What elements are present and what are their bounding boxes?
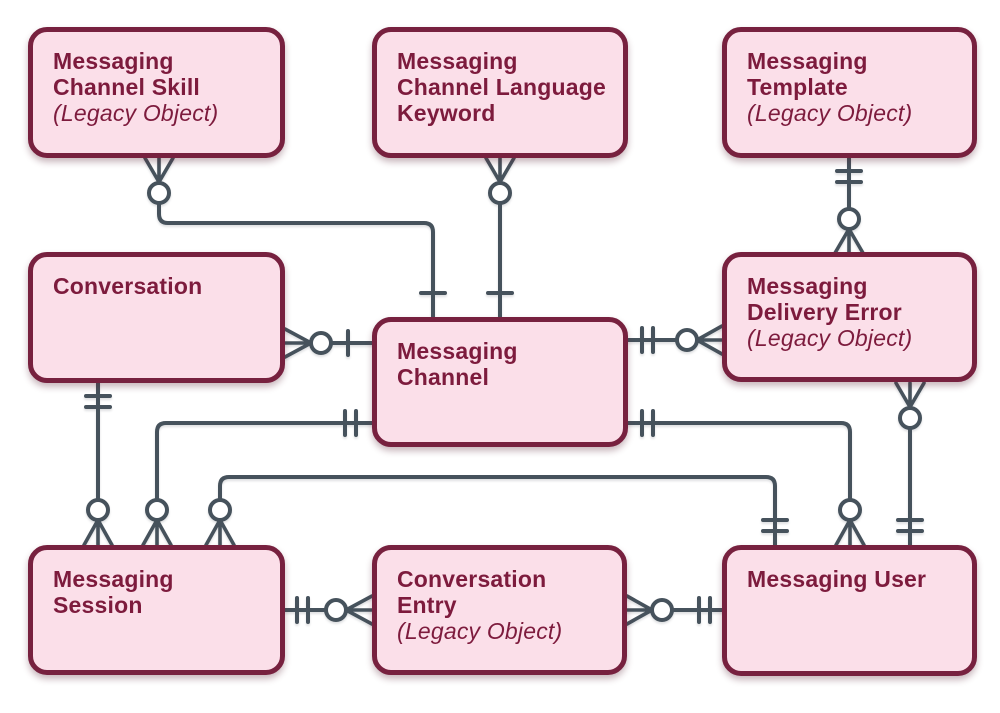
crow-foot-marker [833,227,865,255]
rel-conversation-to-channel [283,327,374,359]
exactly-one-bars-marker [295,596,310,624]
crow-foot-marker [204,518,236,547]
exactly-one-bars-marker [84,394,112,409]
zero-circle-marker [488,181,512,205]
crow-foot-marker [894,381,926,409]
entity-messaging-delivery-error: Messaging Delivery Error (Legacy Object) [722,252,977,382]
entity-messaging-channel-language-keyword: Messaging Channel Language Keyword [372,27,628,158]
rel-channel-skill-to-channel [143,156,447,319]
entity-messaging-channel: Messaging Channel [372,317,628,447]
zero-circle-marker [145,498,169,522]
rel-template-to-delivery-error [833,156,865,255]
rel-delivery-error-to-user [894,381,926,547]
entity-messaging-session: Messaging Session [28,545,285,675]
rel-session-to-conversation-entry [283,594,374,626]
crow-foot-marker [344,594,374,626]
rel-session-to-user [204,475,789,547]
entity-messaging-user: Messaging User [722,545,977,676]
zero-circle-marker [309,331,333,355]
entity-title: Messaging Channel Language Keyword [397,48,606,126]
exactly-one-bars-marker [896,518,924,533]
rel-channel-to-session [141,409,374,547]
rel-language-keyword-to-channel [484,156,516,319]
zero-circle-marker [838,498,862,522]
crow-foot-marker [695,324,724,356]
entity-title: Messaging User [747,566,927,592]
entity-title: Messaging Delivery Error [747,273,902,325]
entity-title: Messaging Channel Skill [53,48,201,100]
zero-circle-marker [837,207,861,231]
entity-title: Messaging Channel [397,338,518,390]
entity-title: Messaging Session [53,566,174,618]
zero-circle-marker [208,498,232,522]
rel-channel-to-delivery-error [626,324,724,356]
zero-circle-marker [675,328,699,352]
connector-line [155,421,374,502]
exactly-one-bars-marker [697,596,712,624]
exactly-one-bars-marker [761,518,789,533]
zero-circle-marker [898,406,922,430]
entity-title: Messaging Template [747,48,868,100]
zero-circle-marker [324,598,348,622]
zero-circle-marker [650,598,674,622]
entity-title: Conversation Entry [397,566,547,618]
crow-foot-marker [283,327,313,359]
entity-messaging-template: Messaging Template (Legacy Object) [722,27,977,158]
exactly-one-bars-marker [835,169,863,184]
connector-line [218,475,777,547]
crow-foot-marker [484,156,516,184]
rel-conversation-to-session [82,381,114,547]
crow-foot-marker [143,156,175,184]
entity-note: (Legacy Object) [747,325,913,351]
entity-messaging-channel-skill: Messaging Channel Skill (Legacy Object) [28,27,285,158]
crow-foot-marker [82,518,114,547]
zero-circle-marker [86,498,110,522]
connector-line [157,201,435,319]
connector-line [626,421,852,502]
entity-note: (Legacy Object) [747,100,913,126]
zero-circle-marker [147,181,171,205]
entity-title: Conversation [53,273,203,299]
crow-foot-marker [141,518,173,547]
rel-conversation-entry-to-user [625,594,724,626]
entity-note: (Legacy Object) [397,618,563,644]
entity-conversation: Conversation [28,252,285,383]
rel-channel-to-user [626,409,866,547]
crow-foot-marker [625,594,654,626]
entity-note: (Legacy Object) [53,100,219,126]
crow-foot-marker [834,518,866,547]
entity-conversation-entry: Conversation Entry (Legacy Object) [372,545,627,675]
